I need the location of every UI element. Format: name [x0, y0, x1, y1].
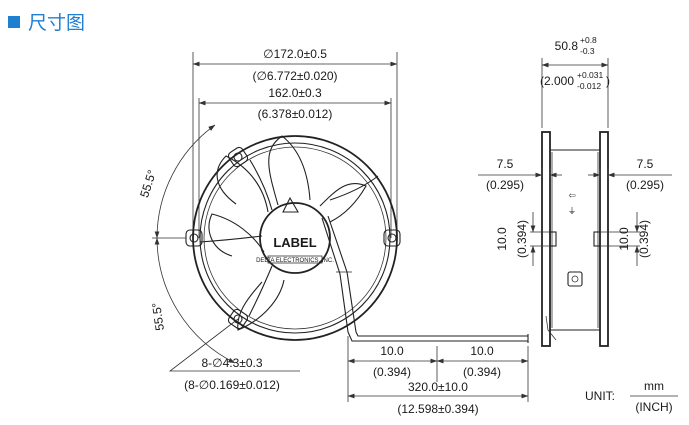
depth-inch: (2.000: [540, 74, 574, 88]
angle-arc-top: [154, 124, 216, 239]
outer-diameter-inch: (∅6.772±0.020): [252, 69, 337, 83]
angle-bottom-text: 55.5°: [149, 301, 167, 331]
fan-hub: [259, 202, 331, 274]
boss-left-mm: 10.0: [495, 227, 509, 251]
flange-right-mm: 7.5: [637, 157, 654, 171]
boss-right-inch: (0.394): [637, 220, 651, 258]
depth-tol-minus: -0.3: [580, 46, 595, 56]
unit-label: UNIT:: [585, 389, 615, 403]
hub-label-text: LABEL: [273, 235, 316, 250]
side-view: 50.8 +0.8 -0.3 (2.000 +0.031 -0.012 ) ⇦ …: [478, 35, 672, 347]
lead-seg1-inch: (0.394): [373, 365, 411, 379]
angle-top-text: 55.5°: [137, 168, 159, 199]
unit-legend: UNIT: mm (INCH): [585, 379, 678, 414]
angle-arc-bottom: [154, 237, 236, 364]
lead-wires: [321, 215, 529, 343]
depth-inch-close: ): [606, 74, 610, 88]
flange-left-inch: (0.295): [486, 178, 524, 192]
delta-logo-icon: [282, 196, 299, 213]
depth-tol-plus: +0.8: [580, 35, 597, 45]
depth-inch-tol-minus: -0.012: [577, 81, 601, 91]
inner-diameter-mm: 162.0±0.3: [268, 86, 322, 100]
boss-left-inch: (0.394): [515, 220, 529, 258]
hub-label-plate: [267, 255, 323, 264]
outer-diameter-mm: ∅172.0±0.5: [263, 47, 327, 61]
lead-seg1-mm: 10.0: [380, 344, 404, 358]
hub-label-subtext: DELTA ELECTRONICS, INC.: [256, 258, 334, 264]
lead-length-inch: (12.598±0.394): [397, 402, 478, 416]
side-profile: [541, 131, 609, 347]
depth-inch-tol-plus: +0.031: [577, 70, 604, 80]
ground-symbol-icon: ⏚: [568, 206, 577, 216]
depth-mm: 50.8: [555, 39, 579, 53]
mounting-holes-mm: 8-∅4.3±0.3: [201, 356, 262, 370]
section-title: 尺寸图: [28, 12, 86, 34]
flange-right-inch: (0.295): [626, 178, 664, 192]
flange-left-mm: 7.5: [497, 157, 514, 171]
hole-leader-line: [168, 318, 300, 372]
mounting-holes-inch: (8-∅0.169±0.012): [184, 378, 280, 392]
header-square-icon: [8, 15, 20, 28]
boss-right-mm: 10.0: [617, 227, 631, 251]
airflow-arrow-icon: ⇦: [568, 190, 575, 200]
fan-blades: [208, 135, 367, 331]
section-header: 尺寸图: [8, 8, 85, 35]
inner-diameter-inch: (6.378±0.012): [258, 107, 333, 121]
unit-numerator: mm: [644, 379, 664, 393]
front-view: ∅172.0±0.5 (∅6.772±0.020) 162.0±0.3 (6.3…: [137, 47, 529, 416]
unit-denominator: (INCH): [635, 400, 672, 414]
lead-length-mm: 320.0±10.0: [408, 380, 468, 394]
lead-seg2-mm: 10.0: [470, 344, 494, 358]
lead-seg2-inch: (0.394): [463, 365, 501, 379]
